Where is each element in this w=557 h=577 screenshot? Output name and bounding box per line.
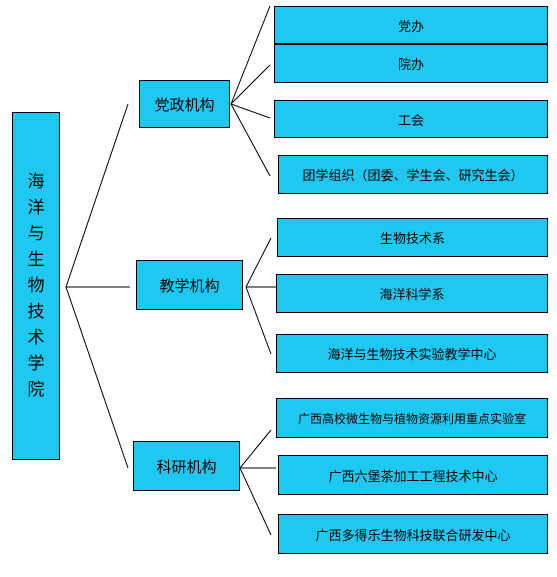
root-char: 生 [27, 250, 45, 270]
root-char: 学 [27, 354, 45, 374]
connector-party-to-tuanxue [230, 103, 271, 177]
node-party-admin: 党政机构 [139, 80, 230, 128]
connector-party-to-yuanban [230, 64, 271, 105]
leaf-experiment-teaching-center: 海洋与生物技术实验教学中心 [276, 334, 548, 373]
connector-party-to-dangban [230, 5, 271, 105]
connector-party-to-gonghui [230, 103, 271, 119]
root-char: 术 [27, 328, 45, 348]
leaf-party-office: 党办 [274, 6, 548, 44]
connector-root-to-research [65, 286, 129, 469]
root-char: 海 [27, 172, 45, 192]
root-node-college: 海 洋 与 生 物 技 术 学 院 [12, 112, 60, 460]
node-teaching: 教学机构 [136, 260, 243, 310]
leaf-dean-office: 院办 [274, 44, 548, 83]
connector-research-to-duodele [239, 467, 272, 536]
leaf-liubao-tea-center: 广西六堡茶加工工程技术中心 [278, 455, 548, 495]
root-char: 物 [27, 276, 45, 296]
connector-teaching-to-shengwu [245, 237, 272, 288]
root-char: 技 [27, 302, 45, 322]
node-research: 科研机构 [133, 441, 240, 491]
root-char: 与 [27, 224, 45, 244]
leaf-labor-union: 工会 [274, 100, 548, 138]
leaf-marine-science-dept: 海洋科学系 [276, 274, 548, 313]
leaf-microbe-plant-lab: 广西高校微生物与植物资源利用重点实验室 [276, 398, 548, 438]
connector-research-to-weishengwu [239, 429, 272, 469]
connector-teaching-to-shiyan [245, 286, 272, 355]
leaf-duodele-biotech-center: 广西多得乐生物科技联合研发中心 [278, 514, 548, 554]
leaf-youth-student-org: 团学组织（团委、学生会、研究生会） [278, 155, 548, 194]
root-char: 洋 [27, 198, 45, 218]
root-char: 院 [27, 380, 45, 400]
leaf-biotech-dept: 生物技术系 [277, 218, 548, 257]
connector-root-to-party [65, 103, 129, 288]
